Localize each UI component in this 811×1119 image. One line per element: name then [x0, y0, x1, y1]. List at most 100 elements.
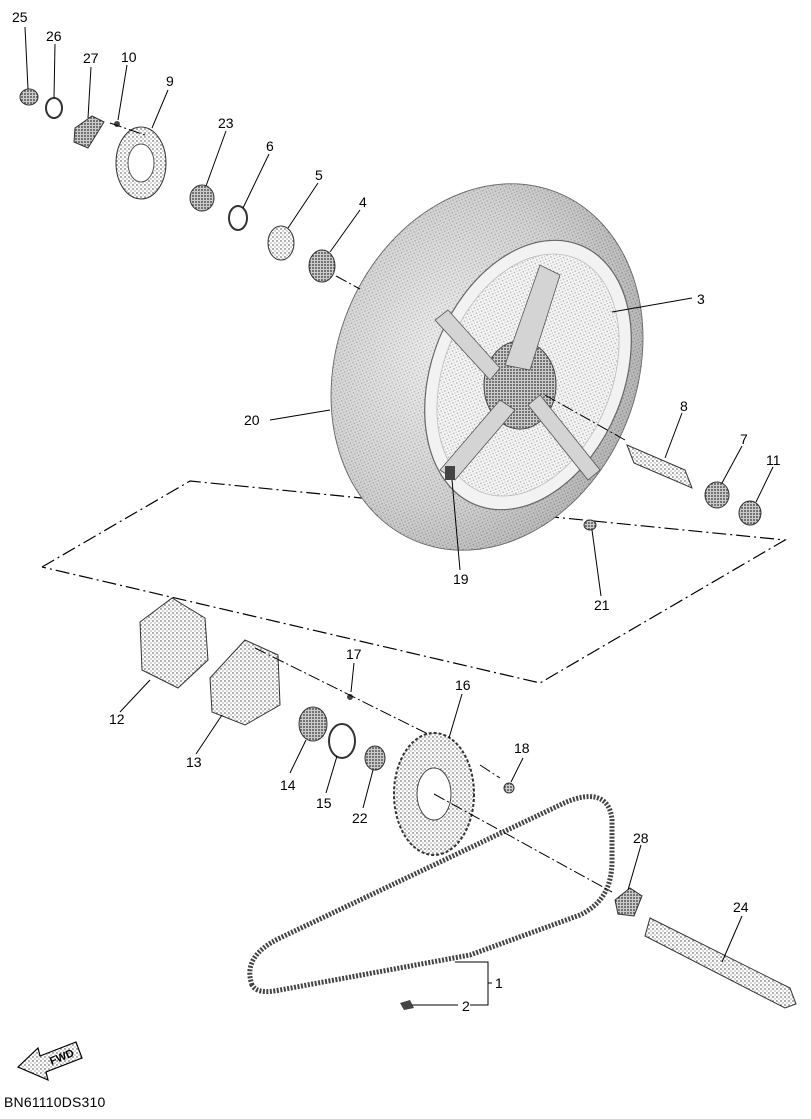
leader-line	[451, 479, 461, 571]
leader-line	[362, 769, 374, 809]
part-27-plate	[73, 115, 105, 149]
callout-12: 12	[109, 711, 125, 727]
leader-line	[287, 182, 319, 229]
part-22-collar	[364, 745, 386, 771]
callout-19: 19	[453, 571, 469, 587]
callout-18: 18	[514, 740, 530, 756]
leader-line	[755, 466, 774, 503]
part-1-chain	[247, 794, 615, 995]
part-6-circlip	[228, 205, 248, 231]
callout-24: 24	[733, 899, 749, 915]
callout-8: 8	[680, 398, 688, 414]
callout-6: 6	[266, 138, 274, 154]
callout-9: 9	[166, 73, 174, 89]
part-8-spacer	[626, 444, 693, 489]
centerline	[335, 275, 361, 290]
callout-5: 5	[315, 167, 323, 183]
callout-23: 23	[218, 115, 234, 131]
part-14-bearing	[298, 706, 328, 742]
bracket-1-2	[470, 961, 489, 1006]
callout-26: 26	[46, 28, 62, 44]
diagram-code: BN61110DS310	[4, 1094, 106, 1110]
callout-17: 17	[346, 646, 362, 662]
part-15-oil-seal	[328, 723, 356, 759]
upper-left-parts	[19, 88, 336, 283]
part-7-bearing	[704, 481, 730, 509]
right-parts	[445, 444, 762, 531]
leader-line	[119, 679, 151, 713]
wheel-spoke	[527, 394, 601, 481]
leader-lines	[24, 26, 774, 1006]
leader-line	[24, 26, 29, 90]
callout-3: 3	[697, 291, 705, 307]
leader-line	[510, 757, 524, 783]
part-19-balance-weight	[445, 466, 455, 480]
callout-14: 14	[280, 777, 296, 793]
leader-line	[289, 739, 307, 774]
callout-numbers: 25 26 27 10 9 23 6 5 4 3 8 7 11 20 19 21…	[12, 9, 781, 1014]
callout-15: 15	[316, 795, 332, 811]
part-13-clutch-hub	[209, 639, 281, 726]
centerline	[109, 122, 146, 136]
part-2-joint	[400, 1000, 414, 1010]
leader-line	[87, 66, 92, 119]
centerline	[544, 394, 626, 441]
callout-4: 4	[359, 194, 367, 210]
callout-11: 11	[766, 452, 781, 468]
callout-27: 27	[83, 50, 99, 66]
leader-line	[627, 844, 642, 891]
lower-parts	[139, 597, 515, 856]
drive-chain	[247, 794, 615, 1010]
rear-wheel-assembly	[330, 183, 644, 551]
part-11-collar	[738, 500, 762, 526]
part-26-washer	[45, 97, 63, 119]
wheel-spoke	[504, 264, 561, 371]
part-9-disc-center	[127, 143, 155, 183]
leader-line	[53, 43, 56, 99]
leader-line	[448, 693, 463, 739]
callout-22: 22	[352, 810, 368, 826]
leader-line	[242, 153, 270, 209]
part-28-adjuster	[614, 887, 643, 917]
leader-line	[269, 409, 331, 421]
fwd-arrow-icon: FWD	[16, 1041, 83, 1082]
part-12-damper	[139, 597, 209, 689]
leader-line	[721, 915, 743, 963]
leader-line	[591, 529, 602, 597]
callout-7: 7	[740, 431, 748, 447]
callout-1: 1	[495, 975, 503, 991]
callout-10: 10	[121, 49, 137, 65]
leader-line	[195, 714, 223, 755]
callout-16: 16	[455, 677, 471, 693]
part-21-valve	[583, 519, 597, 531]
centerlines	[109, 122, 626, 893]
centerline	[254, 647, 431, 736]
part-5-oil-seal	[267, 225, 295, 261]
centerline	[433, 793, 613, 893]
leader-line	[151, 89, 169, 129]
part-23-bearing	[189, 184, 215, 212]
part-4-bearing	[308, 249, 336, 283]
leader-line	[611, 297, 693, 313]
callout-25: 25	[12, 9, 28, 25]
wheel-spoke	[434, 309, 501, 381]
callout-28: 28	[633, 830, 649, 846]
callout-20: 20	[244, 412, 260, 428]
leader-line	[721, 445, 743, 484]
callout-21: 21	[594, 597, 610, 613]
leader-line	[205, 130, 227, 187]
leader-line	[117, 64, 128, 121]
part-25-nut	[19, 88, 39, 106]
leader-line	[664, 412, 683, 459]
part-18-nut	[503, 782, 515, 794]
leader-line	[329, 209, 361, 253]
centerline	[479, 764, 501, 779]
part-24-axle	[644, 917, 797, 1009]
leader-line	[350, 662, 355, 693]
callout-2: 2	[462, 998, 470, 1014]
leader-line	[325, 755, 338, 794]
callout-13: 13	[186, 754, 202, 770]
assembly-boundary	[41, 480, 787, 684]
axle-parts	[614, 887, 797, 1009]
